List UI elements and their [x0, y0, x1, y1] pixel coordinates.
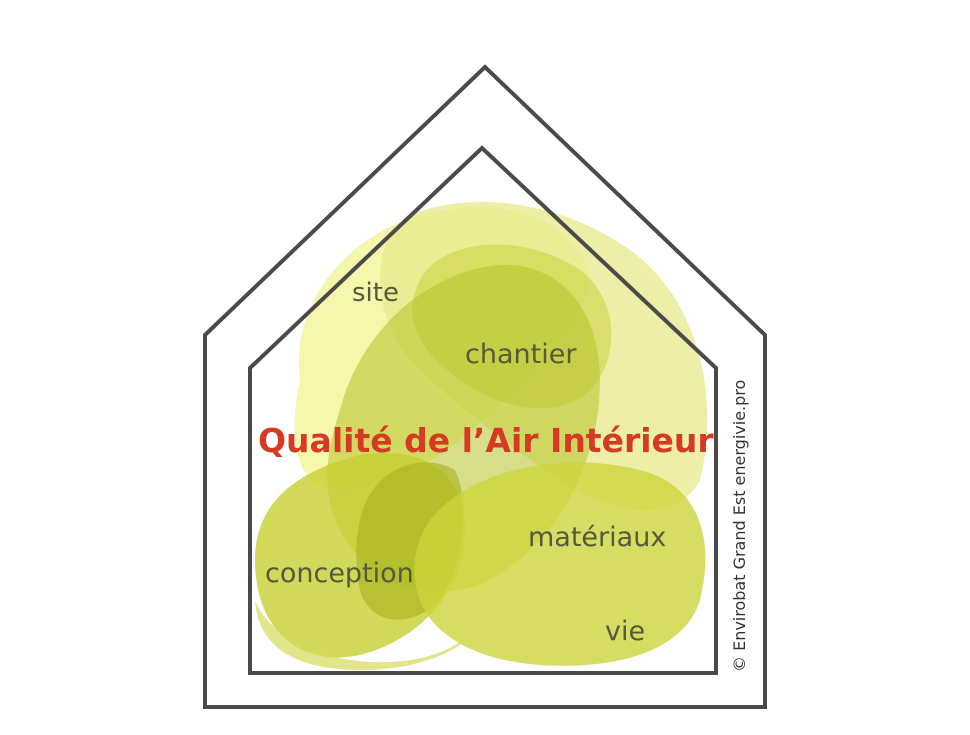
blob-vie: [414, 462, 706, 666]
label-materiaux: matériaux: [528, 522, 666, 553]
copyright-text: © Envirobat Grand Est energivie.pro: [730, 380, 749, 672]
label-vie: vie: [605, 616, 645, 647]
qai-title: Qualité de l’Air Intérieur: [258, 421, 714, 460]
inner-house: [248, 145, 718, 675]
label-conception: conception: [265, 558, 414, 589]
blob-group: [255, 201, 708, 670]
label-site: site: [352, 278, 399, 308]
house-outline: [203, 64, 767, 709]
outer-house: [203, 64, 767, 709]
blob-tail: [255, 600, 480, 670]
label-chantier: chantier: [465, 339, 577, 370]
